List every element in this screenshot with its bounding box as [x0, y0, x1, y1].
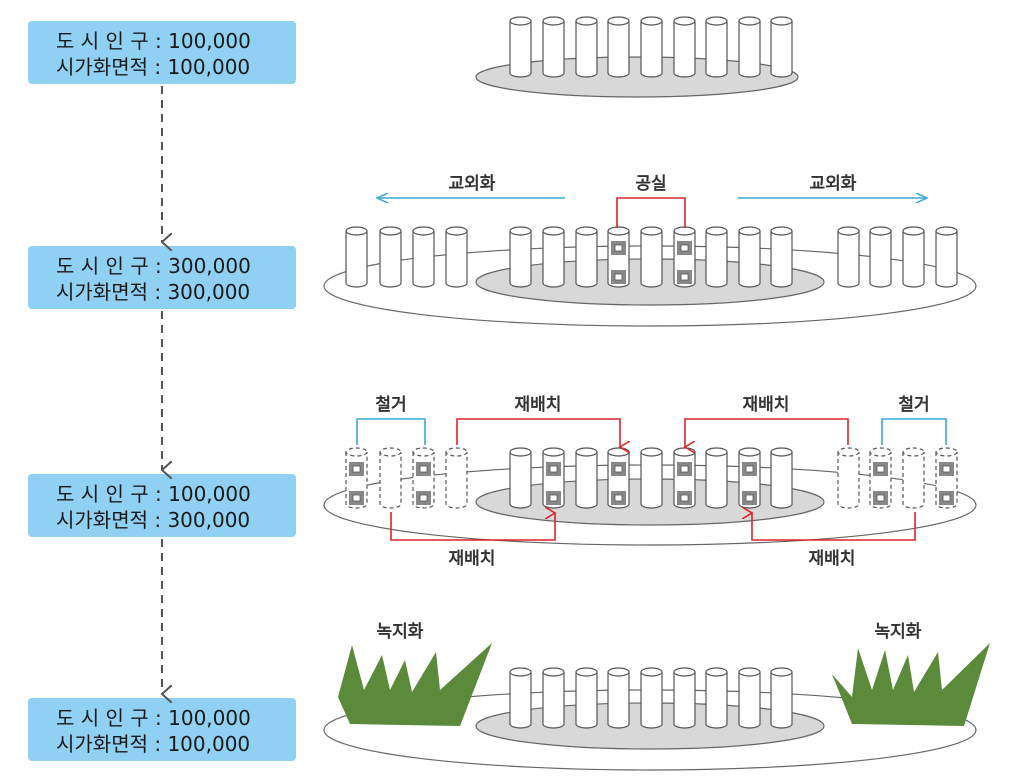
demolition-bracket-left	[356, 418, 426, 445]
relocation-arrow-bottom-right	[752, 512, 916, 541]
building	[379, 226, 402, 288]
suburbanization-label-right: 교외화	[810, 174, 857, 194]
suburbanization-label-left: 교외화	[449, 174, 496, 194]
stage-box-3: 도 시 인 구 : 100,000 시가화면적 : 300,000	[28, 474, 296, 537]
relocation-arrow-top-left	[456, 418, 620, 447]
vacancy-bracket	[616, 197, 686, 228]
population-text: 도 시 인 구 : 300,000	[56, 254, 251, 278]
building	[412, 226, 435, 288]
building	[770, 16, 793, 78]
building	[640, 16, 663, 78]
vacant-building	[542, 447, 565, 509]
vacant-building	[607, 447, 630, 509]
building	[509, 226, 532, 288]
building	[770, 226, 793, 288]
building	[837, 226, 860, 288]
building	[509, 16, 532, 78]
vacant-building	[738, 447, 761, 509]
building	[542, 16, 565, 78]
vacant-building	[607, 226, 630, 288]
greening-label-left: 녹지화	[377, 622, 424, 642]
relocation-label-bottom-right: 재배치	[809, 549, 856, 569]
population-text: 도 시 인 구 : 100,000	[56, 29, 251, 53]
relocation-label-top-left: 재배치	[515, 395, 562, 415]
building	[770, 667, 793, 729]
relocation-arrow-bottom-left	[390, 512, 555, 541]
building	[575, 16, 598, 78]
building	[738, 226, 761, 288]
building	[640, 667, 663, 729]
building	[575, 447, 598, 509]
demolition-label-right: 철거	[898, 395, 929, 415]
building	[640, 447, 663, 509]
relocation-label-top-right: 재배치	[743, 395, 790, 415]
greening-label-right: 녹지화	[875, 622, 922, 642]
population-text: 도 시 인 구 : 100,000	[56, 706, 251, 730]
vacancy-label: 공실	[635, 174, 666, 194]
building	[345, 226, 368, 288]
building	[673, 16, 696, 78]
demolition-bracket-right	[881, 418, 947, 445]
grass-left	[338, 643, 492, 726]
building	[705, 667, 728, 729]
buildings	[345, 16, 958, 729]
building	[738, 667, 761, 729]
building	[509, 447, 532, 509]
building	[542, 226, 565, 288]
building	[935, 226, 958, 288]
area-text: 시가화면적 : 300,000	[56, 280, 251, 304]
building	[345, 447, 368, 509]
demolished-building	[445, 447, 468, 509]
grass-right	[832, 643, 990, 726]
population-text: 도 시 인 구 : 100,000	[56, 482, 251, 506]
building	[869, 226, 892, 288]
building	[640, 226, 663, 288]
building	[509, 667, 532, 729]
vacant-building	[673, 447, 696, 509]
area-text: 시가화면적 : 300,000	[56, 508, 251, 532]
building	[770, 447, 793, 509]
building	[575, 667, 598, 729]
building	[902, 226, 925, 288]
building	[705, 447, 728, 509]
stage-box-2: 도 시 인 구 : 300,000 시가화면적 : 300,000	[28, 246, 296, 309]
building	[705, 226, 728, 288]
building	[935, 447, 958, 509]
building	[607, 16, 630, 78]
building	[412, 447, 435, 509]
building	[607, 667, 630, 729]
area-text: 시가화면적 : 100,000	[56, 55, 251, 79]
demolished-building	[837, 447, 860, 509]
relocation-arrow-top-right	[685, 418, 849, 447]
area-text: 시가화면적 : 100,000	[56, 732, 251, 756]
building	[575, 226, 598, 288]
building	[869, 447, 892, 509]
relocation-label-bottom-left: 재배치	[449, 549, 496, 569]
stage-box-1: 도 시 인 구 : 100,000 시가화면적 : 100,000	[28, 21, 296, 84]
demolished-building	[379, 447, 402, 509]
stage-box-4: 도 시 인 구 : 100,000 시가화면적 : 100,000	[28, 698, 296, 761]
building	[705, 16, 728, 78]
demolition-label-left: 철거	[375, 395, 406, 415]
vacant-building	[673, 226, 696, 288]
demolished-building	[902, 447, 925, 509]
building	[445, 226, 468, 288]
building	[738, 16, 761, 78]
building	[542, 667, 565, 729]
building	[673, 667, 696, 729]
